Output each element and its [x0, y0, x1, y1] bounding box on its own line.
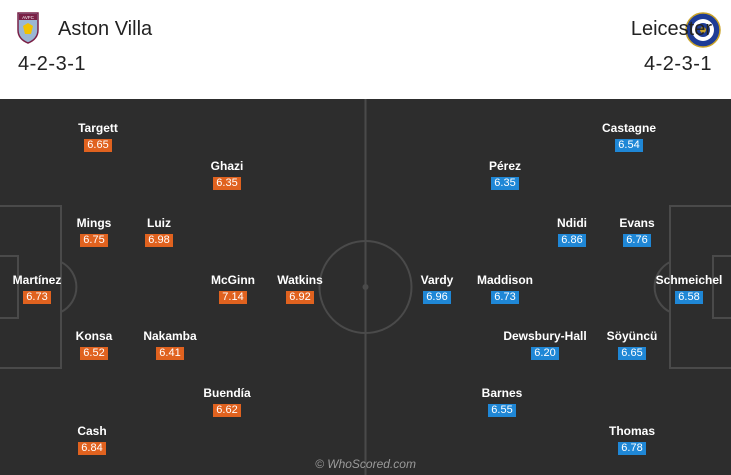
player-name: Vardy [420, 273, 454, 287]
player-rating: 6.58 [675, 291, 703, 304]
player-name: Targett [78, 121, 118, 135]
player-rating: 6.41 [156, 347, 184, 360]
player-name: Barnes [481, 386, 523, 400]
player-name: Buendía [203, 386, 251, 400]
away-formation: 4-2-3-1 [644, 53, 712, 75]
player-soyuncu[interactable]: Söyüncü 6.65 [587, 329, 677, 361]
player-name: Mings [76, 216, 112, 230]
player-name: Konsa [75, 329, 113, 343]
player-rating: 6.55 [488, 404, 516, 417]
player-rating: 6.75 [80, 234, 108, 247]
player-name: Schmeichel [655, 273, 723, 287]
player-rating: 6.20 [531, 347, 559, 360]
player-rating: 6.65 [84, 139, 112, 152]
player-rating: 6.73 [23, 291, 51, 304]
player-rating: 6.65 [618, 347, 646, 360]
svg-text:AVFC: AVFC [22, 15, 34, 20]
player-rating: 6.35 [491, 177, 519, 190]
player-name: Nakamba [143, 329, 197, 343]
player-buendia[interactable]: Buendía 6.62 [182, 386, 272, 418]
match-header: AVFC Aston Villa 4-2-3-1 Leicester 4-2-3… [0, 0, 731, 96]
player-rating: 6.62 [213, 404, 241, 417]
player-konsa[interactable]: Konsa 6.52 [49, 329, 139, 361]
player-maddison[interactable]: Maddison 6.73 [460, 273, 550, 305]
player-castagne[interactable]: Castagne 6.54 [584, 121, 674, 153]
player-ndidi[interactable]: Ndidi 6.86 [527, 216, 617, 248]
player-perez[interactable]: Pérez 6.35 [460, 159, 550, 191]
player-rating: 6.76 [623, 234, 651, 247]
player-name: Martínez [12, 273, 62, 287]
pitch-markings [0, 99, 731, 475]
player-rating: 6.35 [213, 177, 241, 190]
player-vardy[interactable]: Vardy 6.96 [392, 273, 482, 305]
player-name: McGinn [211, 273, 255, 287]
player-rating: 6.54 [615, 139, 643, 152]
player-mcginn[interactable]: McGinn 7.14 [188, 273, 278, 305]
player-name: Ghazi [210, 159, 244, 173]
player-nakamba[interactable]: Nakamba 6.41 [125, 329, 215, 361]
aston-villa-crest-icon[interactable]: AVFC [17, 12, 39, 44]
player-rating: 6.78 [618, 442, 646, 455]
player-mings[interactable]: Mings 6.75 [49, 216, 139, 248]
player-rating: 6.52 [80, 347, 108, 360]
player-rating: 6.96 [423, 291, 451, 304]
player-schmeichel[interactable]: Schmeichel 6.58 [644, 273, 731, 305]
player-luiz[interactable]: Luiz 6.98 [114, 216, 204, 248]
player-name: Dewsbury-Hall [503, 329, 587, 343]
player-dewsbury-hall[interactable]: Dewsbury-Hall 6.20 [500, 329, 590, 361]
player-thomas[interactable]: Thomas 6.78 [587, 424, 677, 456]
player-evans[interactable]: Evans 6.76 [592, 216, 682, 248]
player-targett[interactable]: Targett 6.65 [53, 121, 143, 153]
player-name: Pérez [488, 159, 522, 173]
away-team-name[interactable]: Leicester [630, 18, 712, 40]
player-watkins[interactable]: Watkins 6.92 [255, 273, 345, 305]
player-ghazi[interactable]: Ghazi 6.35 [182, 159, 272, 191]
whoscored-watermark: © WhoScored.com [315, 457, 416, 471]
home-team-name[interactable]: Aston Villa [58, 18, 153, 40]
player-barnes[interactable]: Barnes 6.55 [457, 386, 547, 418]
player-name: Watkins [277, 273, 323, 287]
player-name: Castagne [601, 121, 657, 135]
player-name: Ndidi [557, 216, 587, 230]
pitch: Targett 6.65 Ghazi 6.35 Mings 6.75 Luiz … [0, 99, 731, 475]
player-rating: 6.86 [558, 234, 586, 247]
player-name: Maddison [477, 273, 533, 287]
player-name: Luiz [147, 216, 171, 230]
player-rating: 6.73 [491, 291, 519, 304]
player-cash[interactable]: Cash 6.84 [47, 424, 137, 456]
player-name: Thomas [608, 424, 655, 438]
home-formation: 4-2-3-1 [18, 53, 86, 75]
player-rating: 7.14 [219, 291, 247, 304]
leicester-crest-icon[interactable] [685, 12, 721, 48]
player-martinez[interactable]: Martínez 6.73 [0, 273, 82, 305]
player-rating: 6.84 [78, 442, 106, 455]
player-rating: 6.92 [286, 291, 314, 304]
player-name: Evans [619, 216, 655, 230]
player-rating: 6.98 [145, 234, 173, 247]
player-name: Söyüncü [606, 329, 658, 343]
player-name: Cash [77, 424, 107, 438]
